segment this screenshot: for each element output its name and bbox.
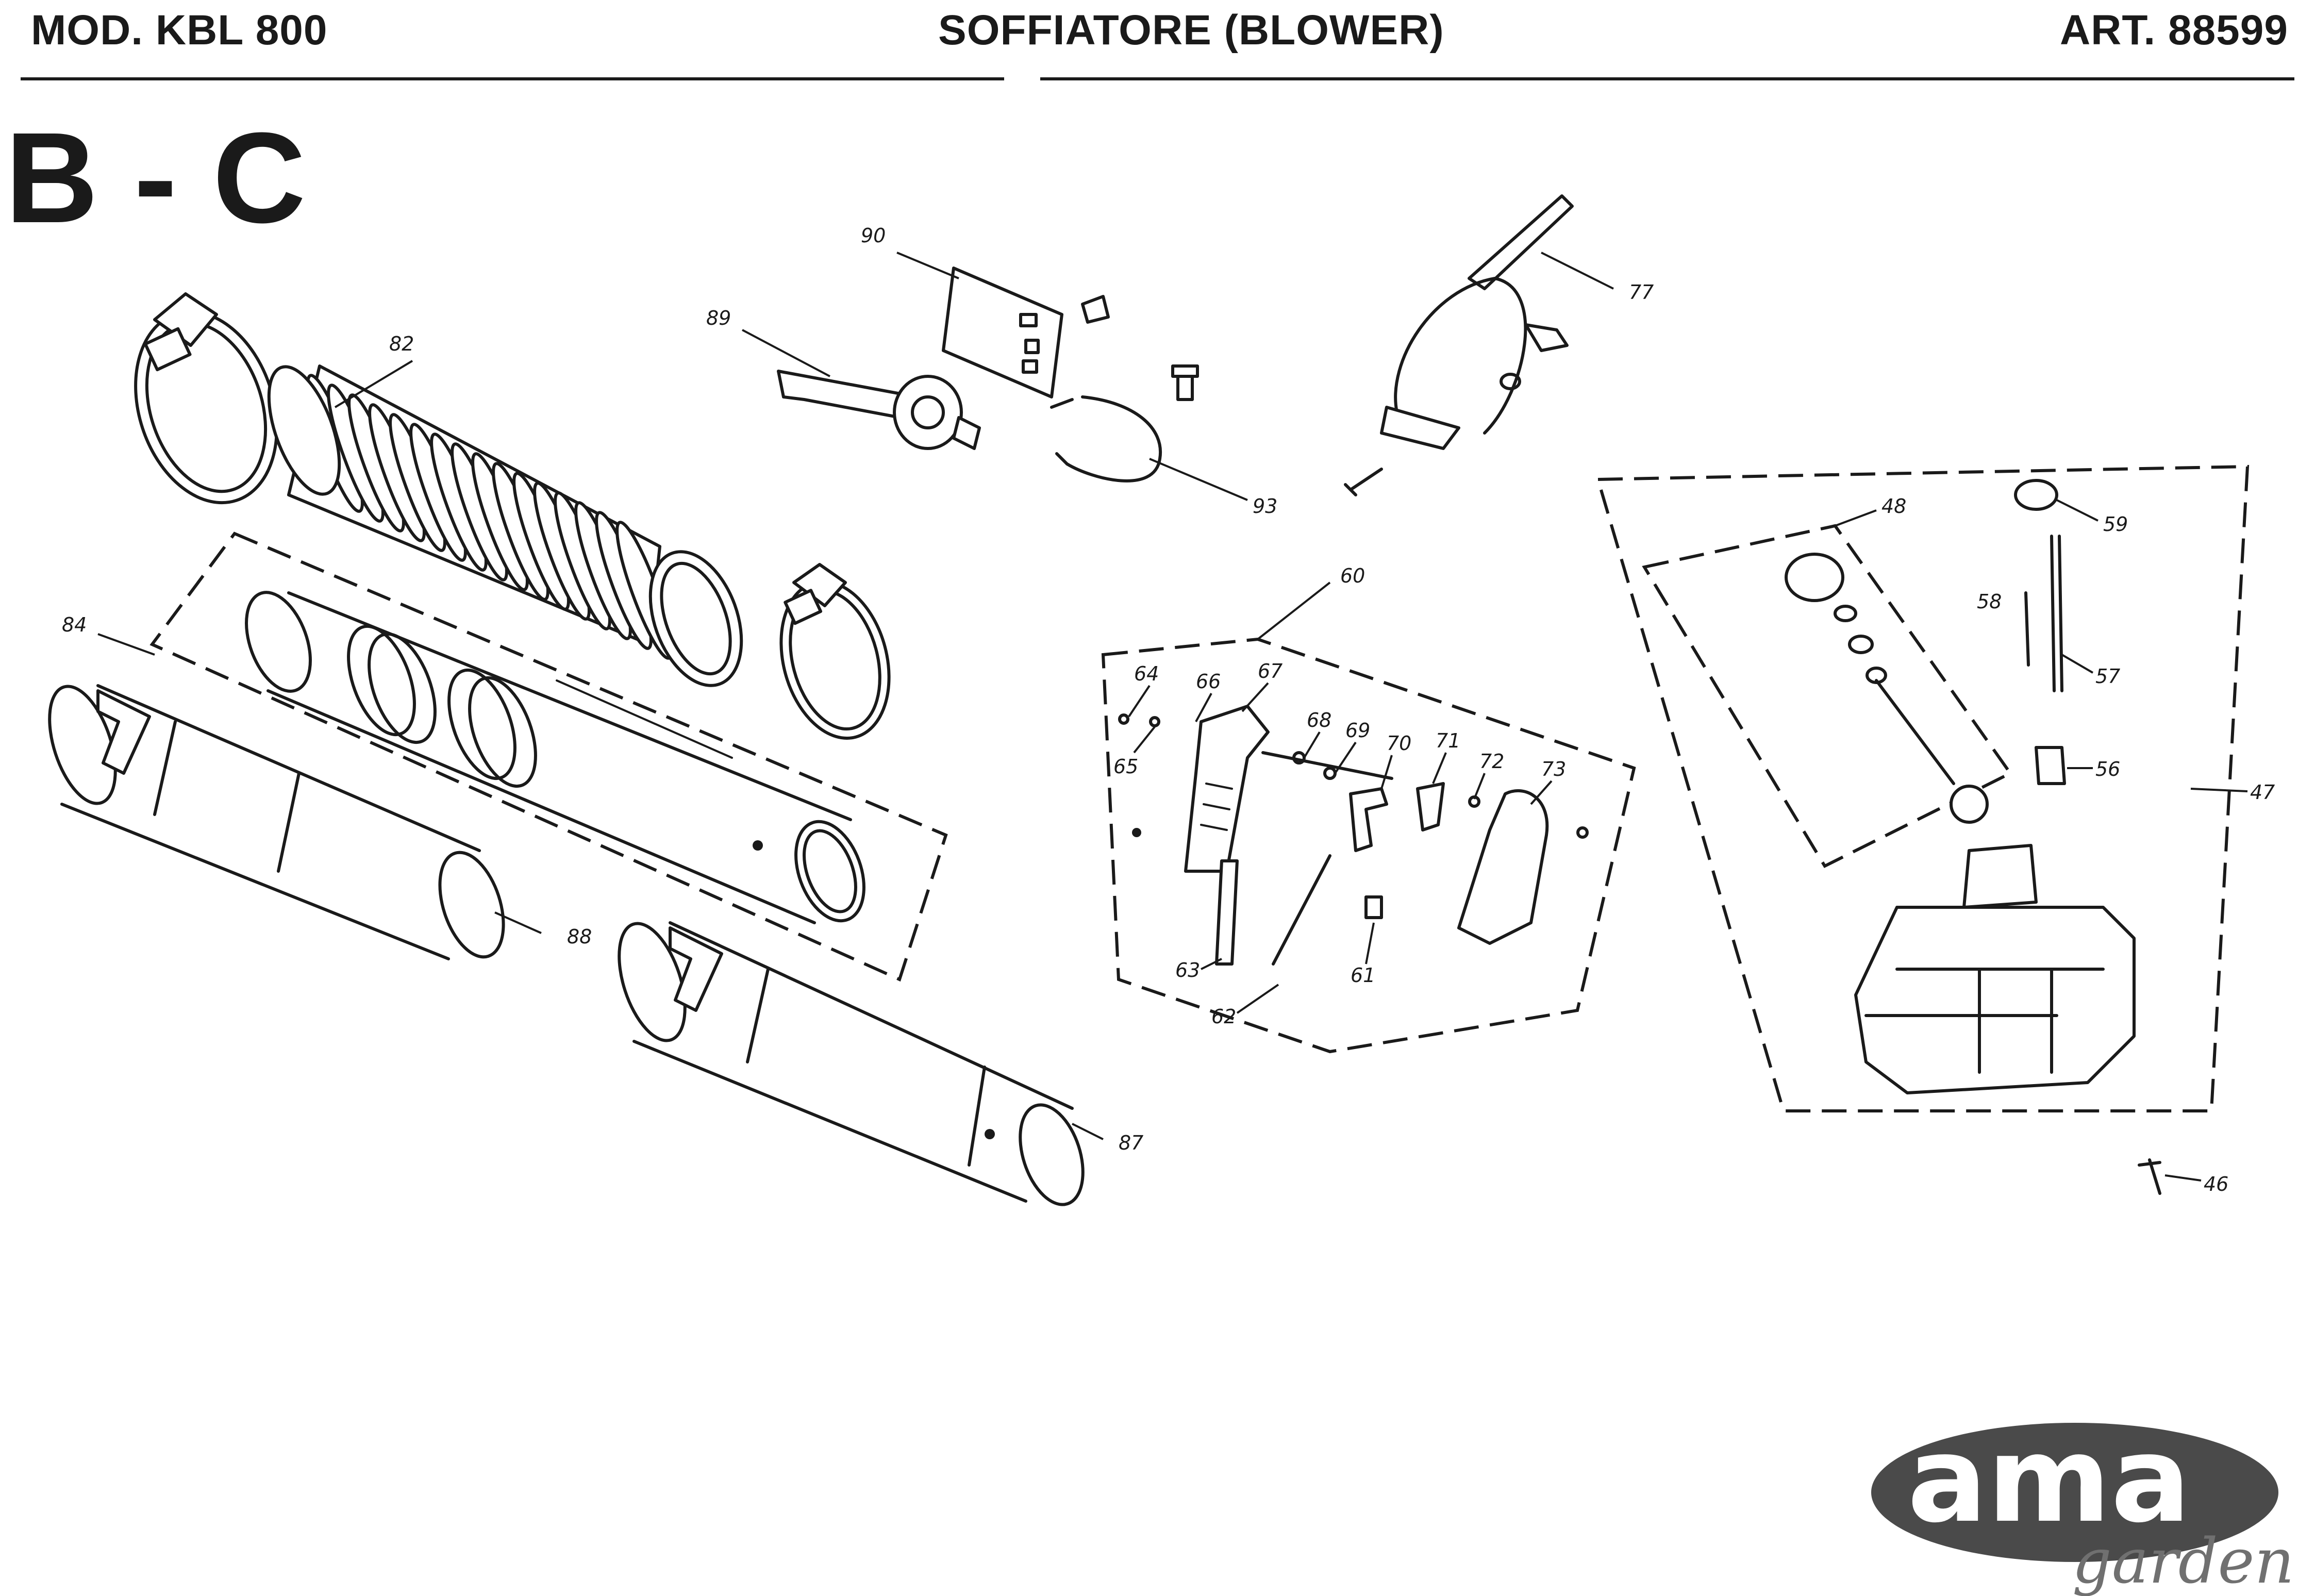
part-label-72: 72 — [1479, 750, 1504, 773]
part-label-71: 71 — [1436, 729, 1460, 752]
logo-brand: ama — [1907, 1411, 2191, 1549]
header-rule-left — [21, 77, 1004, 80]
header-rule-right — [1040, 77, 2294, 80]
hose-clamp-lower — [779, 563, 891, 740]
part-label-67: 67 — [1258, 660, 1283, 683]
part-label-73: 73 — [1541, 758, 1566, 780]
part-label-68: 68 — [1307, 709, 1331, 732]
part-label-93: 93 — [1253, 495, 1277, 518]
blower-tube-lower — [48, 684, 505, 960]
part-label-70: 70 — [1387, 732, 1411, 755]
fuel-tank-group — [1596, 464, 2250, 1112]
part-label-89: 89 — [706, 307, 731, 329]
part-label-77: 77 — [1629, 281, 1654, 304]
throttle-plate-assembly — [777, 267, 1199, 483]
part-label-88: 88 — [567, 925, 592, 948]
ama-garden-logo: ama garden — [1871, 1411, 2294, 1596]
logo-oval — [1871, 1423, 2278, 1562]
part-label-60: 60 — [1340, 564, 1365, 587]
part-label-66: 66 — [1196, 670, 1221, 693]
article-number: ART. 88599 — [2059, 7, 2288, 54]
part-label-69: 69 — [1345, 719, 1370, 742]
part-label-46: 46 — [2204, 1173, 2228, 1195]
model-code: MOD. KBL 800 — [31, 7, 328, 54]
part-label-90: 90 — [861, 224, 886, 247]
corrugated-hose — [267, 364, 743, 687]
part-label-61: 61 — [1351, 964, 1375, 987]
part-label-48: 48 — [1881, 495, 1906, 518]
part-label-56: 56 — [2095, 758, 2120, 780]
part-number-labels: 82 84 88 87 90 89 93 77 60 64 65 66 67 6… — [62, 224, 2275, 1195]
screw-46 — [2138, 1158, 2161, 1195]
part-label-87: 87 — [1119, 1132, 1143, 1154]
part-label-64: 64 — [1134, 662, 1159, 685]
pipe-assembly-group — [149, 531, 948, 982]
section-label: B - C — [5, 106, 306, 250]
part-label-62: 62 — [1211, 1005, 1236, 1028]
part-label-82: 82 — [389, 332, 414, 355]
handle-group — [1101, 637, 1636, 1054]
logo-sub: garden — [2072, 1526, 2294, 1596]
part-label-65: 65 — [1113, 755, 1138, 778]
diagram-title: SOFFIATORE (BLOWER) — [938, 7, 1444, 54]
part-label-84: 84 — [62, 613, 87, 636]
handle-clamp — [1344, 194, 1574, 496]
part-label-57: 57 — [2095, 665, 2120, 688]
part-label-59: 59 — [2103, 513, 2128, 536]
part-label-58: 58 — [1977, 590, 2002, 613]
part-label-63: 63 — [1175, 959, 1200, 982]
blower-tube-upper — [618, 921, 1085, 1206]
part-label-47: 47 — [2250, 781, 2275, 804]
